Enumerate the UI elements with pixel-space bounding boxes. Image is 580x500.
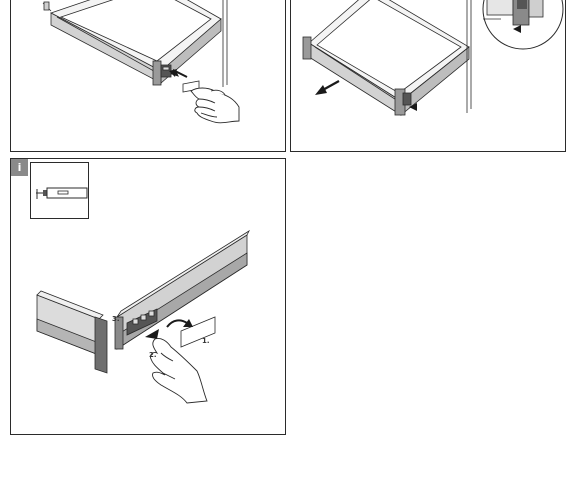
instruction-panel-pullout bbox=[290, 0, 566, 152]
drawer-release-illustration bbox=[42, 0, 240, 124]
drawer-box-icon bbox=[302, 0, 470, 116]
instruction-panel-release bbox=[10, 0, 286, 152]
step-label-2: 2. bbox=[149, 351, 157, 359]
drawer-side-icon bbox=[36, 290, 108, 374]
cover-cap-icon bbox=[180, 316, 216, 348]
key-tool-icon bbox=[36, 187, 88, 199]
release-lever-icon bbox=[152, 60, 172, 86]
finger-press-icon bbox=[190, 87, 240, 124]
inset-detail bbox=[30, 162, 89, 219]
instruction-panel-cover-cap: i bbox=[10, 158, 286, 435]
step-label-1: 1. bbox=[202, 337, 210, 345]
cover-cap-illustration bbox=[36, 229, 250, 404]
drawer-pullout-illustration bbox=[302, 0, 564, 116]
pull-arrow-icon bbox=[315, 80, 340, 95]
runner-profile-icon bbox=[114, 229, 250, 350]
press-arrow-icon bbox=[169, 68, 188, 78]
drawer-box-icon bbox=[49, 0, 222, 84]
step-label-3: 3. bbox=[112, 315, 120, 323]
hand-icon bbox=[150, 338, 208, 404]
remove-arrow-icon bbox=[166, 319, 193, 328]
info-badge-icon: i bbox=[11, 159, 28, 176]
detail-magnifier-icon bbox=[482, 0, 564, 50]
